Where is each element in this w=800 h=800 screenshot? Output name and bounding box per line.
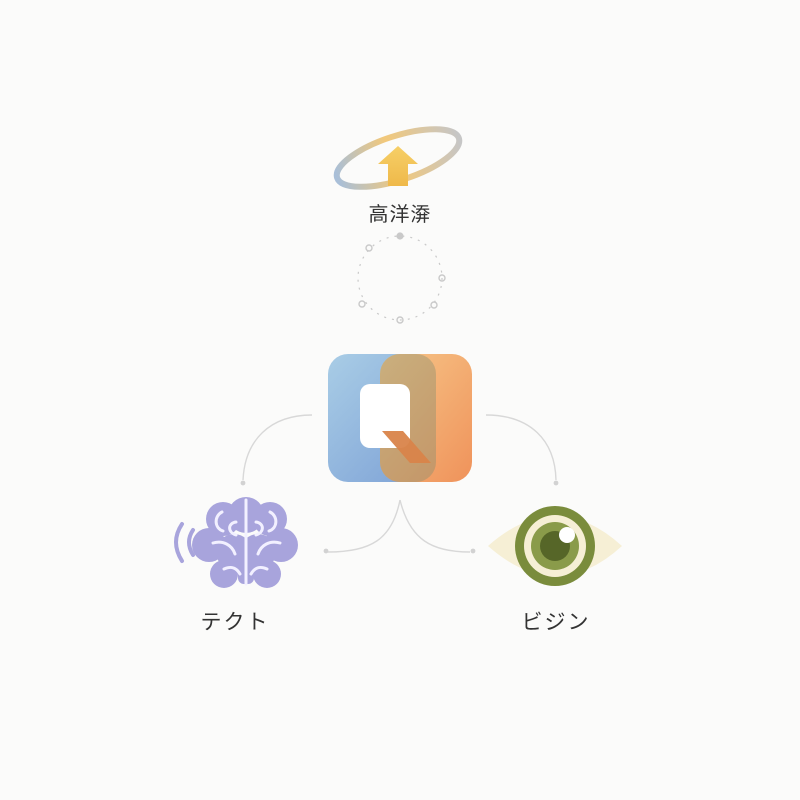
connectors	[240, 414, 559, 554]
text-node-label: テクト	[200, 610, 270, 634]
progress-ring-icon	[357, 232, 446, 324]
top-node-label: 高洋㴁	[368, 202, 432, 226]
connector-bottom-left	[327, 499, 401, 553]
q-logo-icon	[328, 354, 472, 482]
connector-bottom-right	[399, 499, 471, 553]
connector-right	[485, 414, 557, 481]
eye-icon	[488, 506, 622, 586]
connector-dot-bottom-left	[323, 548, 329, 554]
connector-left	[242, 414, 313, 481]
connector-dot-bottom-right	[470, 548, 476, 554]
vision-node-label: ビジン	[521, 610, 591, 634]
connector-dot-left	[240, 480, 246, 486]
brain-signal-icon	[174, 497, 298, 588]
connector-dot-right	[553, 480, 559, 486]
upload-orbit-icon	[333, 126, 463, 190]
